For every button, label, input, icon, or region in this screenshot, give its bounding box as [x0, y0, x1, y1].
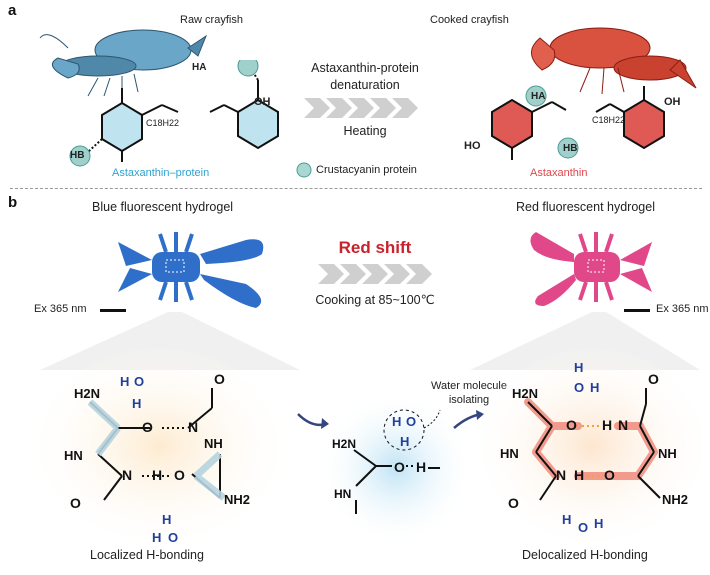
blue-hydrogel-image: [118, 232, 264, 308]
svg-text:O: O: [214, 371, 225, 387]
water-note-2: isolating: [448, 394, 490, 406]
svg-text:H: H: [562, 512, 571, 527]
svg-text:H: H: [132, 396, 141, 411]
svg-text:NH: NH: [204, 436, 223, 451]
svg-text:O: O: [566, 417, 577, 433]
zoom-cones: [40, 312, 700, 370]
process-title-1: Astaxanthin-protein: [311, 61, 419, 75]
svg-text:O: O: [578, 520, 588, 535]
raw-crayfish-label: Raw crayfish: [180, 14, 243, 26]
ha-label-right: HA: [531, 91, 546, 102]
red-hydrogel-image: [530, 232, 652, 306]
delocalized-label: Delocalized H-bonding: [522, 548, 648, 562]
crustacyanin-legend-label: Crustacyanin protein: [316, 164, 417, 176]
svg-text:NH: NH: [658, 446, 677, 461]
svg-text:H: H: [602, 417, 612, 433]
crustacyanin-legend-icon: [296, 162, 312, 178]
oh-label-right: OH: [664, 96, 681, 108]
astaxanthin-label: Astaxanthin: [530, 167, 588, 179]
ha-label-left: HA: [192, 62, 207, 73]
ho-label-right: HO: [464, 140, 481, 152]
transition-arrow-left: [297, 413, 329, 429]
process-arrow: [304, 98, 418, 118]
scale-bar-right: [624, 309, 650, 312]
svg-text:O: O: [406, 414, 416, 429]
astaxanthin-protein-structure: [69, 60, 279, 167]
svg-text:H: H: [416, 459, 426, 475]
heating-label: Heating: [343, 124, 387, 138]
svg-text:O: O: [142, 419, 153, 435]
svg-text:NH2: NH2: [224, 492, 250, 507]
blue-hydrogel-title: Blue fluorescent hydrogel: [92, 200, 234, 214]
svg-text:H: H: [120, 374, 129, 389]
svg-text:O: O: [508, 495, 519, 511]
svg-text:O: O: [604, 467, 615, 483]
svg-text:O: O: [648, 371, 659, 387]
svg-text:HN: HN: [64, 448, 83, 463]
water-isolation-illustration: H2N O H HN H O H: [318, 390, 474, 546]
svg-text:H: H: [392, 414, 401, 429]
cooking-label: Cooking at 85~100℃: [315, 293, 435, 307]
svg-text:H: H: [162, 512, 171, 527]
chain-label-left: C18H22: [146, 118, 180, 128]
svg-text:H: H: [574, 467, 584, 483]
cooked-crayfish-illustration: [531, 27, 697, 95]
ex-label-right: Ex 365 nm: [656, 303, 709, 315]
delocalized-hbond-network: H2N O H N HN N H O NH NH2 O O H O H H O …: [478, 348, 706, 544]
panel-divider: [10, 188, 702, 189]
ex-label-left: Ex 365 nm: [34, 303, 87, 315]
svg-text:HN: HN: [334, 487, 351, 501]
raw-crayfish-illustration: [39, 29, 208, 97]
svg-text:H: H: [152, 467, 162, 483]
svg-text:N: N: [122, 467, 132, 483]
transition-arrow-right: [453, 410, 484, 429]
svg-text:N: N: [556, 467, 566, 483]
svg-text:O: O: [70, 495, 81, 511]
svg-text:H2N: H2N: [332, 437, 356, 451]
svg-text:H: H: [400, 434, 409, 449]
svg-text:O: O: [134, 374, 144, 389]
localized-label: Localized H-bonding: [90, 548, 204, 562]
svg-text:O: O: [574, 380, 584, 395]
svg-text:H: H: [574, 360, 583, 375]
svg-text:H: H: [152, 530, 161, 544]
astaxanthin-structure: [491, 85, 665, 160]
svg-text:H: H: [594, 516, 603, 531]
panel-b-label: b: [8, 194, 18, 211]
scale-bar-left: [100, 309, 126, 312]
localized-hbond-network: H2N O N HN N H O NH2 NH O O H O H H H O: [34, 348, 284, 544]
svg-text:O: O: [174, 467, 185, 483]
red-shift-arrow: [318, 264, 432, 284]
svg-text:NH2: NH2: [662, 492, 688, 507]
water-note-1: Water molecule: [430, 380, 507, 392]
panel-a-label: a: [8, 2, 17, 19]
svg-text:HN: HN: [500, 446, 519, 461]
svg-text:H2N: H2N: [74, 386, 100, 401]
astaxanthin-protein-label: Astaxanthin–protein: [112, 167, 210, 179]
red-hydrogel-title: Red fluorescent hydrogel: [516, 200, 655, 214]
cooked-crayfish-label: Cooked crayfish: [430, 14, 509, 26]
svg-text:H2N: H2N: [512, 386, 538, 401]
hb-label-right: HB: [563, 143, 578, 154]
hb-label-left: HB: [70, 150, 85, 161]
svg-text:N: N: [188, 419, 198, 435]
chain-label-right: C18H22: [592, 115, 626, 125]
oh-label-left: OH: [254, 96, 271, 108]
svg-text:O: O: [168, 530, 178, 544]
red-shift-label: Red shift: [338, 238, 412, 257]
svg-text:H: H: [590, 380, 599, 395]
svg-text:O: O: [394, 459, 405, 475]
process-title-2: denaturation: [330, 78, 400, 92]
svg-text:N: N: [618, 417, 628, 433]
